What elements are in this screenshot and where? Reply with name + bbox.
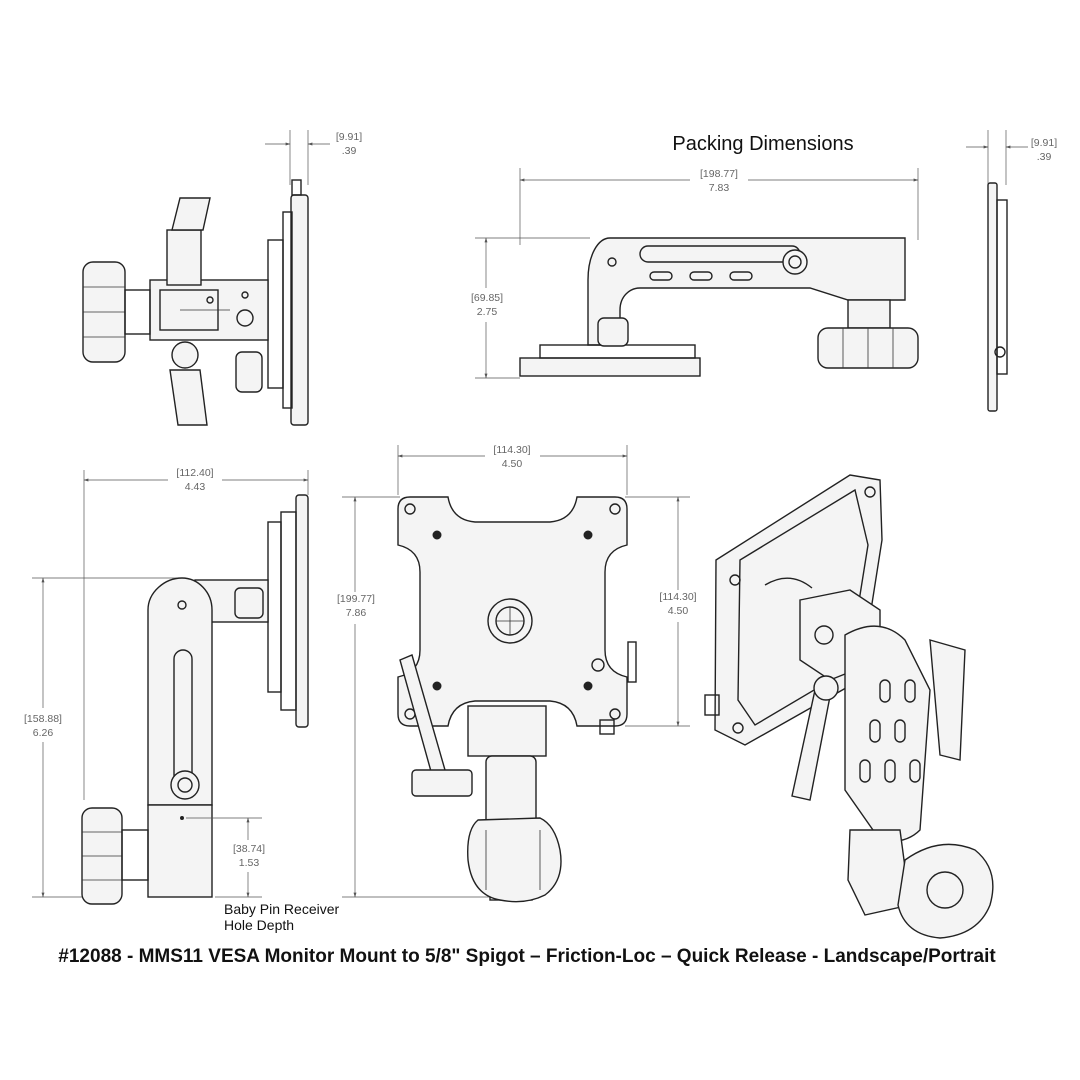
pin-label-line1: Baby Pin Receiver — [224, 901, 340, 917]
bottom-left-side-view: [112.40] 4.43 [158.88] 6.26 — [24, 467, 339, 933]
caption: #12088 - MMS11 VESA Monitor Mount to 5/8… — [58, 946, 996, 967]
dim-pin-depth-in: 1.53 — [239, 857, 260, 869]
dim-vesa-width-mm: [114.30] — [493, 444, 530, 456]
dim-packing-width-mm: [198.77] — [700, 168, 738, 180]
pin-label-line2: Hole Depth — [224, 917, 294, 933]
dim-packing-width-in: 7.83 — [709, 182, 730, 194]
dim-side-depth-in: 4.43 — [185, 481, 206, 493]
dim-side-thickness-mm: [9.91] — [336, 131, 362, 143]
packing-view: Packing Dimensions [198.77] 7.83 [69.85]… — [471, 133, 919, 379]
dim-front-height-mm: [199.77] — [337, 593, 375, 605]
packing-heading: Packing Dimensions — [672, 133, 853, 155]
dim-side-thickness-in: .39 — [342, 145, 357, 157]
dim-pin-depth-mm: [38.74] — [233, 843, 265, 855]
dim-packing-thickness-mm: [9.91] — [1031, 137, 1057, 149]
dim-packing-thickness-in: .39 — [1037, 151, 1052, 163]
dim-vesa-width-in: 4.50 — [502, 458, 523, 470]
dim-vesa-height-mm: [114.30] — [659, 591, 696, 603]
dim-side-depth-mm: [112.40] — [176, 467, 213, 479]
dim-front-height-in: 7.86 — [346, 607, 367, 619]
front-view: [114.30] 4.50 [199.77] 7.86 [114.30] 4.5… — [337, 444, 697, 903]
dim-vesa-height-in: 4.50 — [668, 605, 689, 617]
dim-packing-height-in: 2.75 — [477, 306, 498, 318]
top-left-side-view: [9.91] .39 — [82, 130, 362, 426]
dim-side-height-in: 6.26 — [33, 727, 54, 739]
isometric-view — [704, 474, 994, 939]
packing-side-view: [9.91] .39 — [966, 130, 1057, 412]
dim-side-height-mm: [158.88] — [24, 713, 62, 725]
dim-packing-height-mm: [69.85] — [471, 292, 503, 304]
